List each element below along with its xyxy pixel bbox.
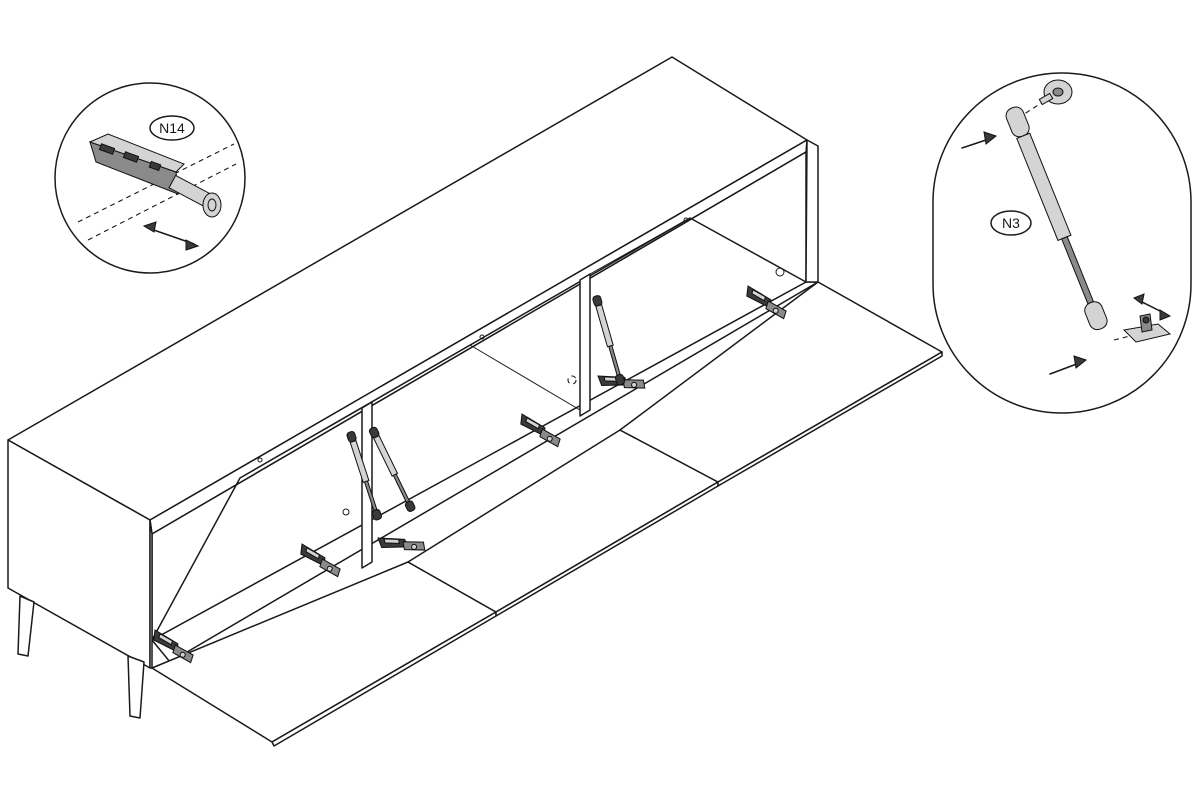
gas-strut-detail-capsule (932, 72, 1192, 414)
hinge-callout-label: N14 (159, 120, 185, 136)
cabinet (7, 56, 819, 669)
gas-strut-callout-label: N3 (1002, 215, 1020, 231)
gas-strut-icon (367, 425, 417, 513)
double-headed-arrow-icon (142, 221, 200, 251)
gas-strut-detail: N3 (932, 72, 1192, 414)
gas-strut-callout-bubble (990, 210, 1032, 236)
legs (17, 595, 145, 719)
gas-strut-icon (591, 294, 626, 387)
flap-door-right-edge (717, 351, 943, 487)
divider-right (579, 273, 591, 417)
mounting-bracket-icon (1122, 313, 1172, 343)
leg-front-left (17, 595, 35, 657)
hinge-callout-bubble (149, 115, 195, 141)
double-headed-arrow-icon (1132, 293, 1172, 321)
hinge-adjustment-icon (88, 133, 222, 218)
gas-strut-large-icon (1005, 106, 1108, 331)
hinge-detail: N14 (54, 82, 246, 274)
cabinet-left-side-edge (149, 519, 153, 669)
leg-front-right (127, 655, 145, 719)
flap-doors (151, 281, 943, 747)
mounting-pin-icon (1038, 79, 1073, 106)
cabinet-right-side (805, 139, 819, 283)
push-arrow-icon (961, 131, 1088, 375)
